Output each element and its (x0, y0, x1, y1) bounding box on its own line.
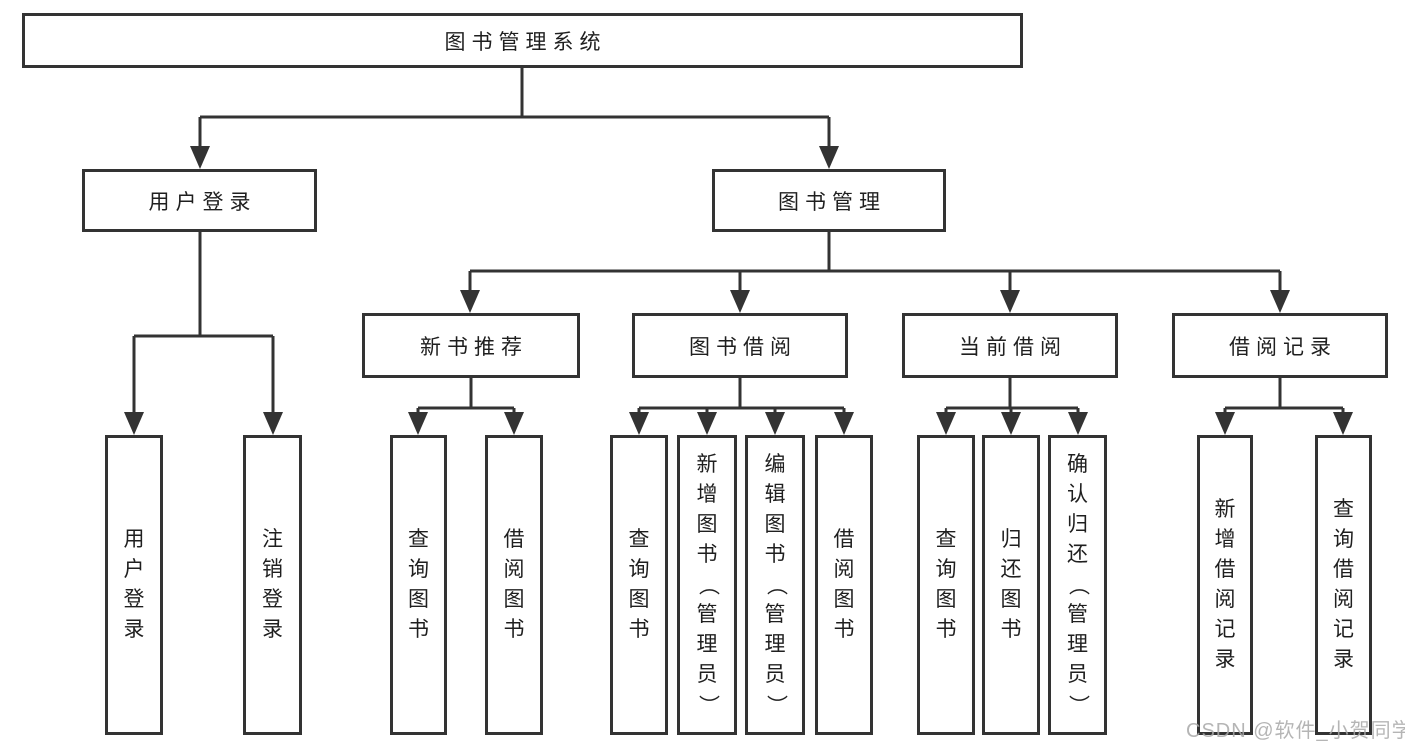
node-leaf-user-login: 用户登录 (105, 435, 163, 735)
node-leaf-borrow-books-recommend-label: 借阅图书 (503, 528, 525, 641)
node-borrowing-records-label: 借阅记录 (1229, 335, 1337, 359)
node-leaf-return-books: 归还图书 (982, 435, 1040, 735)
node-leaf-return-books-label: 归还图书 (1000, 528, 1022, 641)
node-leaf-add-borrow-record-label: 新增借阅记录 (1214, 498, 1236, 671)
node-leaf-query-books-borrowing: 查询图书 (610, 435, 668, 735)
node-leaf-borrow-books-borrowing: 借阅图书 (815, 435, 873, 735)
node-leaf-add-books-admin: 新增图书（管理员） (677, 435, 737, 735)
node-current-borrowing-label: 当前借阅 (959, 335, 1067, 359)
node-leaf-query-borrow-record-label: 查询借阅记录 (1333, 498, 1354, 671)
node-new-book-recommendation-label: 新书推荐 (420, 335, 528, 359)
node-borrowing-records: 借阅记录 (1172, 313, 1388, 378)
node-new-book-recommendation: 新书推荐 (362, 313, 580, 378)
node-leaf-confirm-return-admin-label: 确认归还（管理员） (1066, 453, 1090, 716)
node-leaf-logout: 注销登录 (243, 435, 302, 735)
node-leaf-query-books-current-label: 查询图书 (935, 528, 957, 641)
node-leaf-query-borrow-record: 查询借阅记录 (1315, 435, 1372, 735)
watermark: CSDN @软件_小贺同学 (1186, 720, 1405, 742)
node-root-system-label: 图书管理系统 (444, 30, 607, 54)
node-leaf-query-books-current: 查询图书 (917, 435, 975, 735)
node-book-management-label: 图书管理 (778, 190, 886, 214)
node-leaf-confirm-return-admin: 确认归还（管理员） (1048, 435, 1107, 735)
node-user-login-label: 用户登录 (148, 190, 257, 214)
node-leaf-add-borrow-record: 新增借阅记录 (1197, 435, 1253, 735)
node-leaf-edit-books-admin-label: 编辑图书（管理员） (764, 453, 787, 716)
node-leaf-query-books-recommend-label: 查询图书 (408, 528, 429, 641)
node-leaf-logout-label: 注销登录 (262, 528, 283, 641)
node-current-borrowing: 当前借阅 (902, 313, 1118, 378)
node-leaf-borrow-books-recommend: 借阅图书 (485, 435, 543, 735)
node-user-login: 用户登录 (82, 169, 317, 232)
node-root-system: 图书管理系统 (22, 13, 1023, 68)
node-leaf-edit-books-admin: 编辑图书（管理员） (745, 435, 805, 735)
node-leaf-borrow-books-borrowing-label: 借阅图书 (833, 528, 855, 641)
node-leaf-query-books-borrowing-label: 查询图书 (628, 528, 650, 641)
node-leaf-add-books-admin-label: 新增图书（管理员） (696, 453, 719, 716)
node-book-management: 图书管理 (712, 169, 946, 232)
node-leaf-query-books-recommend: 查询图书 (390, 435, 447, 735)
node-leaf-user-login-label: 用户登录 (123, 528, 145, 641)
arrowheads (124, 146, 1353, 435)
node-book-borrowing-label: 图书借阅 (689, 335, 797, 359)
node-book-borrowing: 图书借阅 (632, 313, 848, 378)
